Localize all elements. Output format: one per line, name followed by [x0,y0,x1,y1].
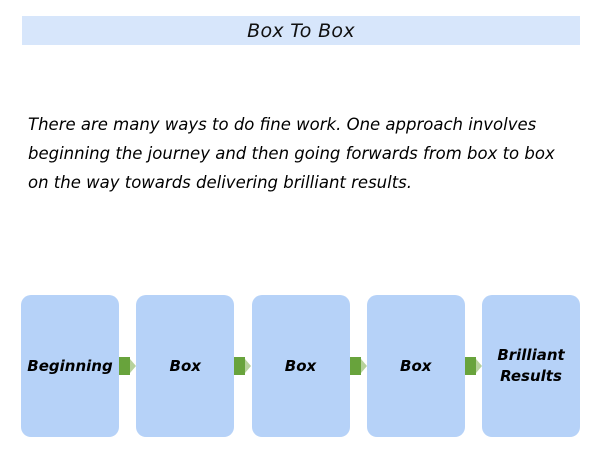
forward-arrow-icon [349,357,367,375]
title-bar: Box To Box [22,16,580,45]
intro-text: There are many ways to do fine work. One… [28,115,555,192]
flow-box-label: Brilliant Results [497,346,565,385]
arrow-body [349,357,361,375]
arrow-body [234,357,246,375]
arrow-tip [245,359,252,373]
arrow-tip [475,359,482,373]
flow-diagram: Beginning Box Box Box Brilliant [21,295,580,437]
flow-box-3: Box [366,295,465,437]
arrow-body [464,357,476,375]
arrow-body [119,357,131,375]
flow-box-label: Box [169,356,201,375]
flow-box-beginning: Beginning [21,295,119,437]
flow-box-label: Beginning [27,356,113,375]
flow-box-label: Box [400,356,432,375]
flow-box-2: Box [251,295,350,437]
forward-arrow-icon [464,357,482,375]
flow-box-1: Box [136,295,235,437]
flow-box-label: Box [284,356,317,375]
forward-arrow-icon [119,357,137,375]
arrow-tip [130,359,137,373]
arrow-tip [360,359,367,373]
flow-box-brilliant-results: Brilliant Results [482,295,580,437]
page-title: Box To Box [247,19,355,42]
forward-arrow-icon [234,357,252,375]
